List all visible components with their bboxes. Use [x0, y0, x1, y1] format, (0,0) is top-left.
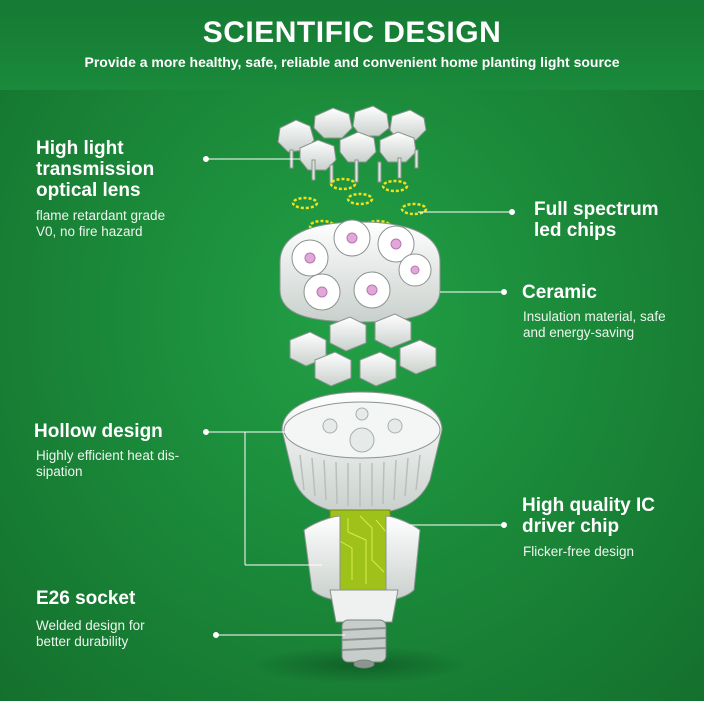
heatsink-pins: [289, 313, 437, 387]
ceramic-board: [279, 219, 441, 323]
page-title: SCIENTIFIC DESIGN: [202, 16, 502, 49]
hollow-title: Hollow design: [34, 421, 163, 442]
driver-title: High quality IC driver chip: [522, 495, 655, 537]
ceramic-title: Ceramic: [522, 282, 597, 303]
connector-lines: [203, 156, 515, 638]
lens-description: flame retardant grade V0, no fire hazard: [36, 208, 166, 239]
lens-title: High light transmission optical lens: [36, 138, 155, 201]
chips-title: Full spectrum led chips: [534, 199, 659, 241]
page-subtitle: Provide a more healthy, safe, reliable a…: [84, 54, 620, 70]
socket-description: Welded design for better durability: [36, 618, 145, 649]
optical-lens-cluster: [277, 105, 427, 184]
driver-description: Flicker-free design: [523, 544, 635, 559]
header-band: [0, 0, 704, 90]
hollow-housing: [281, 391, 443, 515]
socket-title: E26 socket: [36, 588, 136, 609]
e26-socket: [341, 619, 387, 669]
hollow-description: Highly efficient heat dis- sipation: [36, 448, 180, 479]
ceramic-description: Insulation material, safe and energy-sav…: [523, 309, 666, 340]
bulb-shell: [303, 515, 421, 623]
